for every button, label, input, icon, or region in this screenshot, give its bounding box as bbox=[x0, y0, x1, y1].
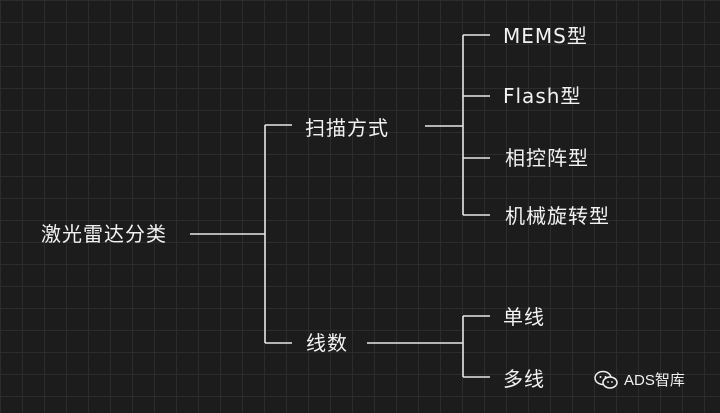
watermark: ADS智库 bbox=[594, 369, 685, 390]
leaf-node-multi-line: 多线 bbox=[503, 367, 545, 391]
root-node: 激光雷达分类 bbox=[41, 222, 167, 246]
branch-node-line-count: 线数 bbox=[306, 331, 348, 355]
leaf-node-mems: MEMS型 bbox=[503, 24, 588, 48]
leaf-node-mechanical-rotation: 机械旋转型 bbox=[505, 204, 610, 228]
watermark-text: ADS智库 bbox=[624, 372, 685, 389]
wechat-icon bbox=[594, 370, 618, 390]
leaf-node-flash: Flash型 bbox=[503, 84, 582, 108]
leaf-node-phased-array: 相控阵型 bbox=[505, 146, 589, 170]
branch-node-scan-method: 扫描方式 bbox=[305, 116, 389, 140]
leaf-node-single-line: 单线 bbox=[503, 305, 545, 329]
